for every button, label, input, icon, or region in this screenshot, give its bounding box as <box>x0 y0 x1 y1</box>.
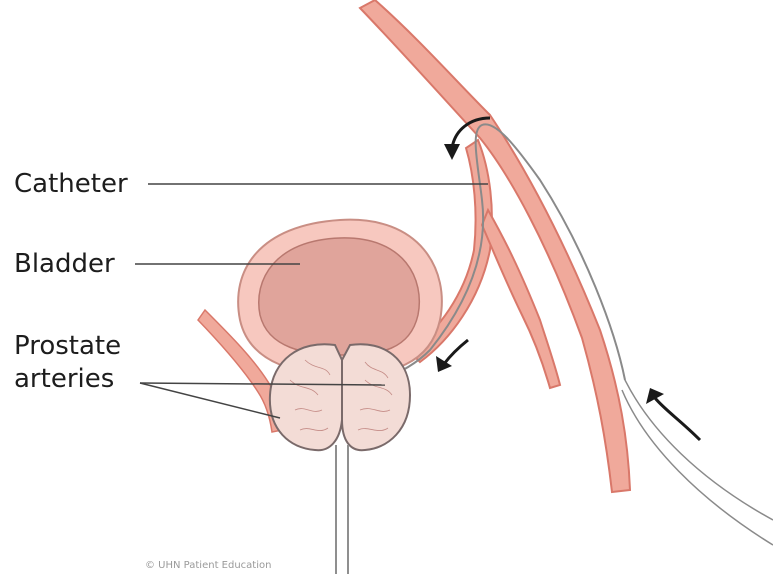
flow-arrow-icon <box>646 388 700 440</box>
catheter-entry <box>622 380 773 545</box>
prostate-arteries-label: Prostate arteries <box>14 330 121 396</box>
urethra <box>336 445 348 574</box>
bladder-label: Bladder <box>14 248 115 280</box>
prostate-label-line1: Prostate <box>14 330 121 363</box>
catheter-label: Catheter <box>14 168 128 200</box>
bladder-lumen <box>259 238 420 355</box>
copyright-credit: © UHN Patient Education <box>145 560 271 571</box>
prostate-label-line2: arteries <box>14 363 121 396</box>
